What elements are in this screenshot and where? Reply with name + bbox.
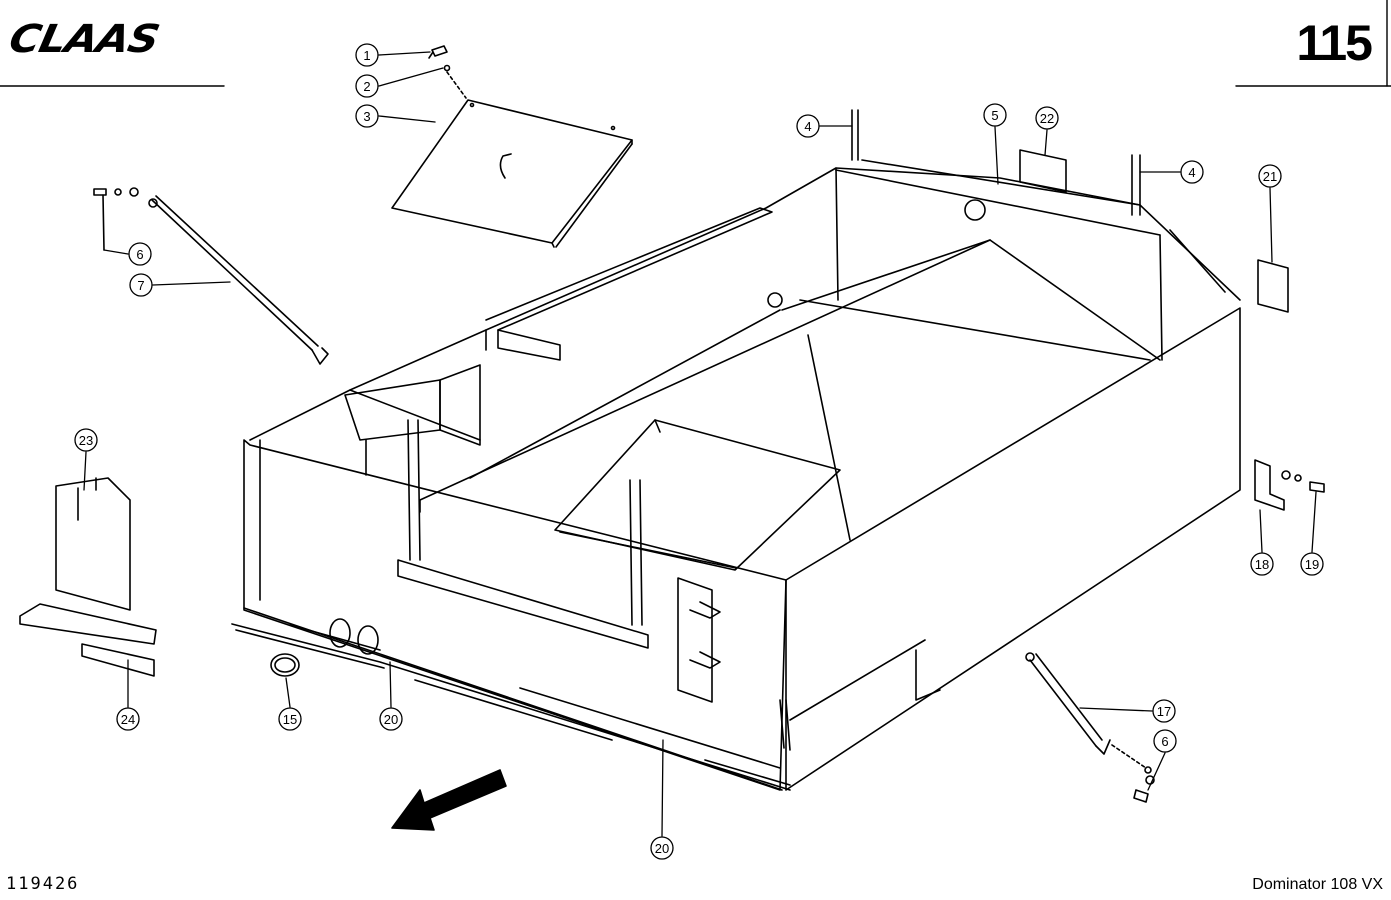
callout-22: 22 [1035,106,1059,130]
drawing-number: 119426 [6,874,80,894]
mounting-plates [1019,149,1289,313]
callout-24: 24 [116,707,140,731]
side-bracket-part [1254,459,1325,511]
callout-23: 23 [74,428,98,452]
svg-text:22: 22 [1040,111,1054,126]
svg-text:20: 20 [655,841,669,856]
svg-text:7: 7 [137,278,144,293]
clamp-ring-part [270,653,300,677]
svg-text:23: 23 [79,433,93,448]
svg-text:5: 5 [991,108,998,123]
svg-text:2: 2 [363,79,370,94]
callout-21: 21 [1258,164,1282,188]
callout-15: 15 [278,707,302,731]
svg-text:4: 4 [804,119,811,134]
callout-5: 5 [983,103,1007,127]
svg-text:6: 6 [1161,734,1168,749]
callout-20b: 20 [650,836,674,860]
callout-4a: 4 [796,114,820,138]
svg-text:21: 21 [1263,169,1277,184]
strut-rod-part [93,187,329,365]
callout-2: 2 [355,74,379,98]
callout-17: 17 [1152,699,1176,723]
svg-text:18: 18 [1255,557,1269,572]
svg-text:6: 6 [136,247,143,262]
callout-leaders [83,51,1317,837]
svg-text:3: 3 [363,109,370,124]
callout-6a: 6 [128,242,152,266]
callout-3: 3 [355,104,379,128]
svg-text:15: 15 [283,712,297,727]
svg-text:20: 20 [384,712,398,727]
svg-text:17: 17 [1157,704,1171,719]
callout-20a: 20 [379,707,403,731]
svg-text:1: 1 [363,48,370,63]
callout-19: 19 [1300,552,1324,576]
callout-1: 1 [355,43,379,67]
callout-6b: 6 [1153,729,1177,753]
left-guard-part [19,477,157,677]
svg-text:19: 19 [1305,557,1319,572]
svg-text:24: 24 [121,712,135,727]
callout-7: 7 [129,273,153,297]
grain-tank-body [231,109,1241,791]
page-number: 115 [1296,15,1373,71]
callout-balloons: 1 2 3 4 5 22 4 21 6 7 23 24 15 20 20 18 … [74,43,1324,860]
direction-arrow [391,769,507,831]
lower-strut-part [1025,652,1155,803]
header-rules [0,0,1391,87]
machine-model: Dominator 108 VX [1252,876,1383,893]
callout-4b: 4 [1180,160,1204,184]
cover-plate-part [391,45,633,248]
svg-text:4: 4 [1188,165,1195,180]
callout-18: 18 [1250,552,1274,576]
